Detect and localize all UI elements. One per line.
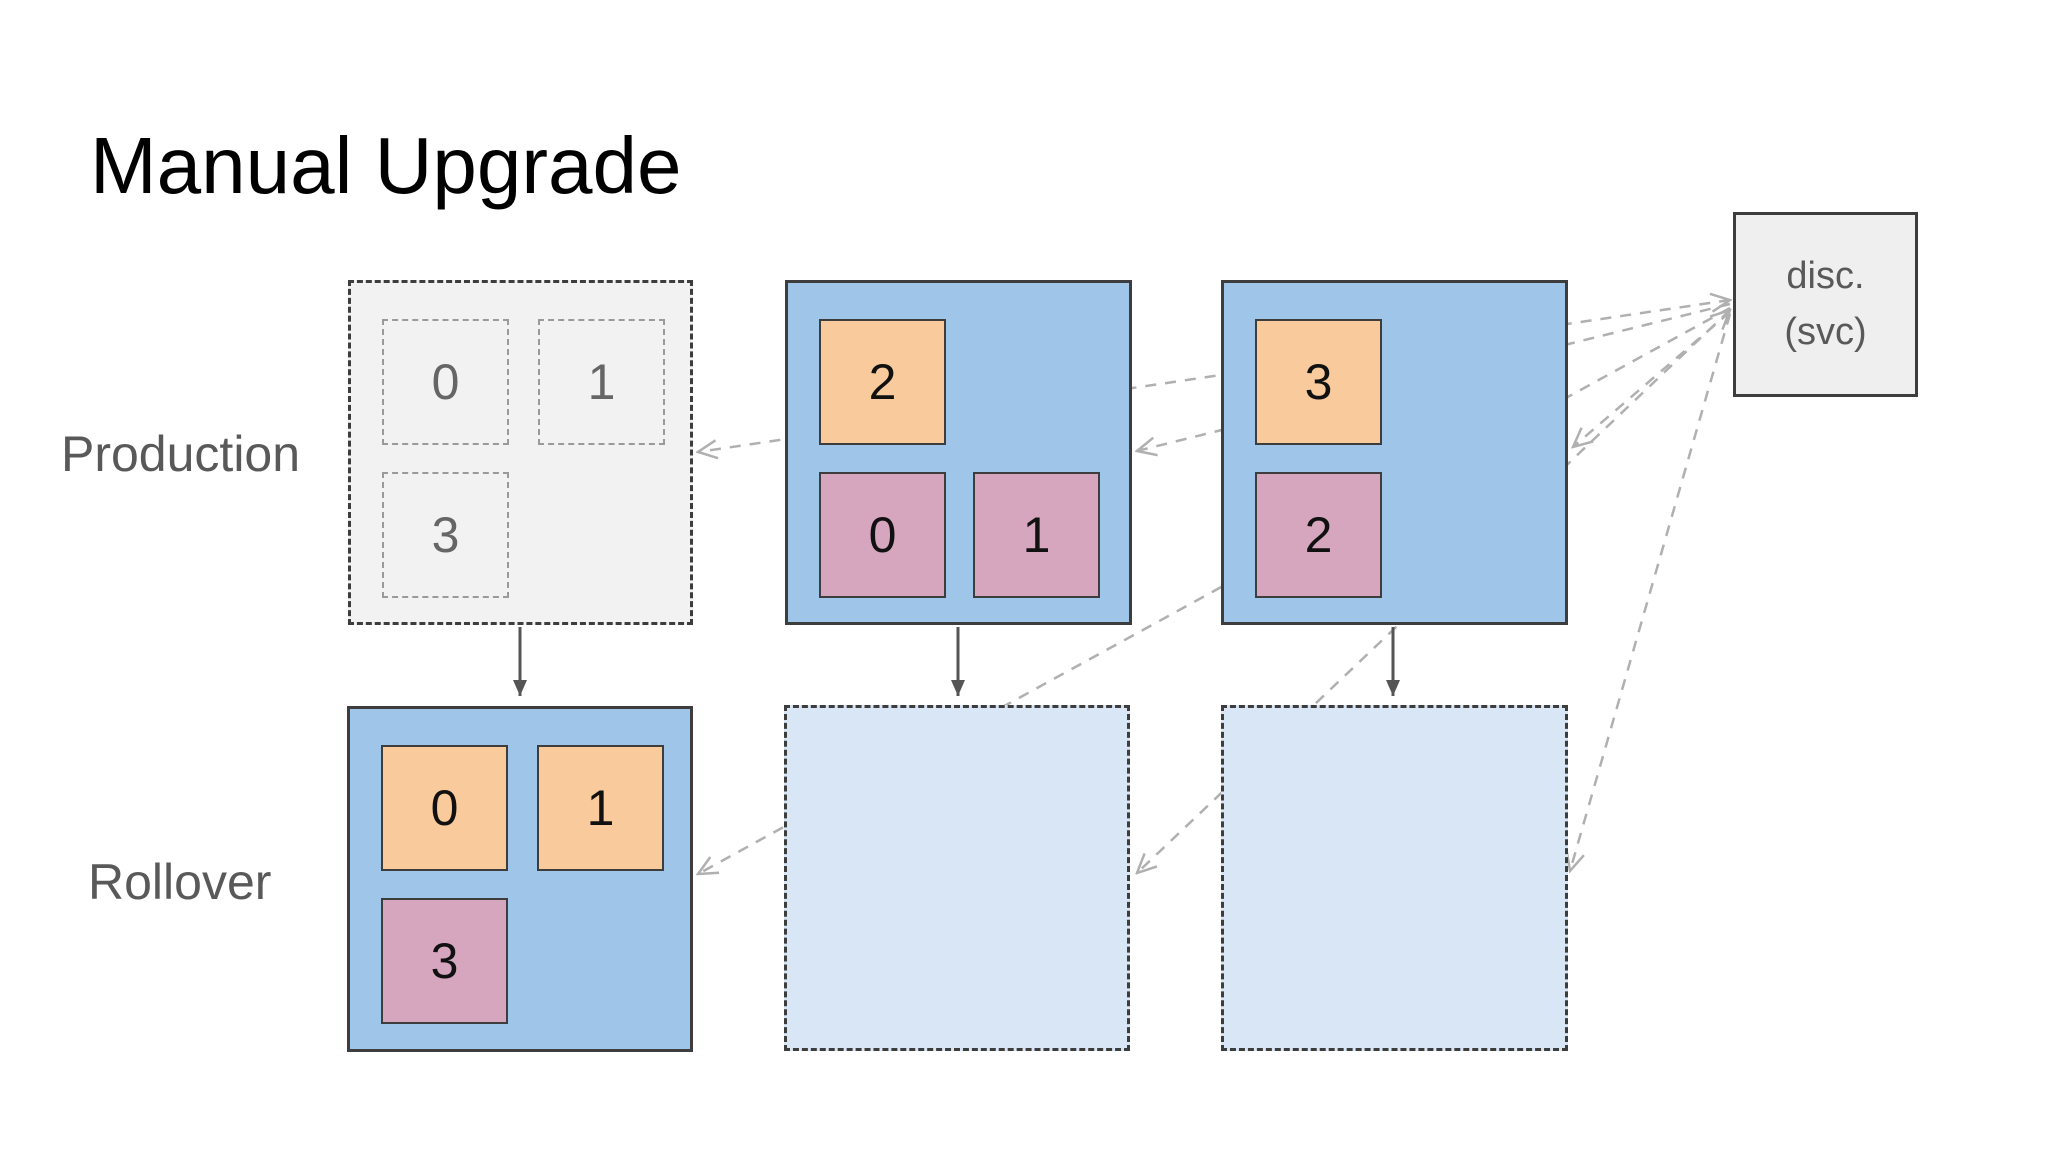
shard-cell-3: 3 [382, 472, 509, 598]
box-rollover-empty-mid [784, 705, 1130, 1051]
disc-service-label-line1: disc. [1786, 255, 1865, 298]
shard-cell-2: 2 [819, 319, 946, 445]
shard-cell-3: 3 [1255, 319, 1382, 445]
shard-cell-0: 0 [819, 472, 946, 598]
row-label-production: Production [61, 426, 301, 482]
shard-cell-3: 3 [381, 898, 508, 1024]
shard-cell-2: 2 [1255, 472, 1382, 598]
connector-disc-to-rollover-new [1570, 313, 1732, 871]
shard-cell-1: 1 [538, 319, 665, 445]
disc-service-box: disc. (svc) [1733, 212, 1918, 397]
row-label-rollover: Rollover [88, 854, 272, 910]
connector-disc-to-production-new [1573, 311, 1731, 447]
shard-cell-0: 0 [381, 745, 508, 871]
shard-cell-1: 1 [973, 472, 1100, 598]
disc-service-label-line2: (svc) [1784, 310, 1867, 353]
shard-cell-0: 0 [382, 319, 509, 445]
page-title: Manual Upgrade [90, 121, 682, 210]
box-rollover-empty-new [1221, 705, 1568, 1051]
shard-cell-1: 1 [537, 745, 664, 871]
